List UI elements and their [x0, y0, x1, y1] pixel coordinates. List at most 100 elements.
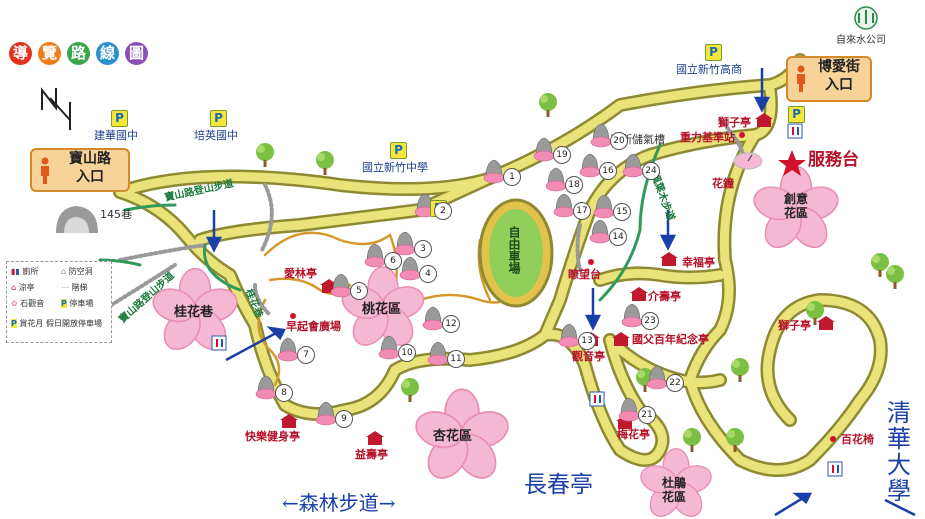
kuanyin-number: 22 [666, 374, 684, 392]
title-char-2: 覽 [38, 42, 61, 65]
baoshan-road-entrance[interactable]: 寶山路 入口 [30, 148, 130, 192]
parking-vocational: P [705, 44, 722, 61]
kuanyin-statue [315, 401, 337, 426]
kuanyin-statue [553, 193, 575, 218]
legend-shelter: ⌂ 防空洞 [61, 267, 93, 276]
kuanyin-number: 15 [613, 203, 631, 221]
gas-tank: 瓦斯儲氣槽 [610, 133, 665, 146]
legend-parking: P 停車場 [61, 299, 94, 308]
kuanyin-statue [422, 306, 444, 331]
title-char-3: 路 [67, 42, 90, 65]
kuanyin-number: 4 [419, 265, 437, 283]
kuanyin-number: 6 [384, 252, 402, 270]
title-char-5: 圖 [125, 42, 148, 65]
map-legend: ▮▮ 廁所 ⌂ 防空洞 ⌂ 涼亭 ⋯ 階梯 ✿ 石觀音 P 停車場 P 賞花月 … [6, 261, 112, 343]
morning-plaza: 早起會廣場 [286, 320, 341, 333]
kuanyin-statue [558, 323, 580, 348]
kuanyin-number: 3 [414, 240, 432, 258]
parking-jianhua: P [111, 110, 128, 127]
school-vocational: 國立新竹高商 [676, 63, 742, 76]
kuanyin-statue [533, 137, 555, 162]
gravity-point: 重力基準站 [680, 131, 735, 144]
yishou-pavilion: 益壽亭 [355, 448, 388, 461]
parking-boai: P [788, 106, 805, 123]
kuanyin-number: 2 [434, 202, 452, 220]
kuanyin-statue [590, 123, 612, 148]
direction-arrows [205, 68, 916, 517]
kuanyin-number: 10 [398, 344, 416, 362]
kuanyin-statue [621, 303, 643, 328]
love-forest-pavilion: 愛林亭 [284, 267, 317, 280]
azalea-area: 杜鵑花區 [661, 476, 686, 504]
kuanyin-number: 21 [638, 406, 656, 424]
person-icon [41, 157, 49, 184]
lane-145: 145巷 [100, 208, 132, 221]
kuanyin-statues [255, 123, 668, 426]
school-hsinchu-high: 國立新竹中學 [362, 161, 428, 174]
kuanyin-number: 23 [641, 312, 659, 330]
kuanyin-statue [579, 153, 601, 178]
kuanyin-statue [427, 341, 449, 366]
changchun-pavilion-label: 長春亭 [524, 472, 593, 498]
person-icon [797, 65, 805, 92]
jieshou-pavilion: 介壽亭 [648, 290, 681, 303]
service-star [778, 150, 806, 176]
legend-toilet: ▮▮ 廁所 [11, 267, 39, 276]
kuanyin-statue [589, 219, 611, 244]
title-char-4: 線 [96, 42, 119, 65]
kuanyin-number: 7 [297, 346, 315, 364]
kuanyin-number: 19 [553, 146, 571, 164]
kuanyin-number: 9 [335, 410, 353, 428]
apricot-area: 杏花區 [433, 429, 473, 444]
kuanyin-statue [255, 375, 277, 400]
stadium-label: 自由車場 [507, 226, 521, 274]
baoshan-entrance-line1: 寶山路 [69, 151, 111, 167]
stadium-track [478, 198, 554, 308]
kuanyin-statue [646, 365, 668, 390]
kuanyin-number: 11 [447, 350, 465, 368]
kuanyin-number: 8 [275, 384, 293, 402]
creative-area: 創意花區 [783, 192, 808, 220]
kuanyin-number: 1 [503, 168, 521, 186]
kuanyin-statue [622, 153, 644, 178]
kuanyin-number: 16 [599, 162, 617, 180]
kuanyin-statue [483, 159, 505, 184]
boai-entrance-line2: 入口 [825, 77, 853, 93]
lion-pavilion-top: 獅子亭 [718, 116, 751, 129]
lookout: 瞭望台 [568, 268, 601, 281]
school-peiying: 培英國中 [194, 129, 238, 142]
parking-peiying: P [210, 110, 227, 127]
kuanyin-number: 17 [573, 202, 591, 220]
title-char-1: 導 [9, 42, 32, 65]
kuanyin-statue [364, 243, 386, 268]
baoshan-entrance-line2: 入口 [76, 169, 104, 185]
osmanthus-lane: 桂花巷 [174, 305, 214, 320]
shelter-cave [56, 206, 98, 233]
kuanyin-number: 12 [442, 315, 460, 333]
happy-fitness-pavilion: 快樂健身亭 [245, 430, 300, 443]
kuanyin-statue [593, 194, 615, 219]
kuanyin-statue [277, 337, 299, 362]
xingfu-pavilion: 幸福亭 [682, 256, 715, 269]
forest-trail-label: ←森林步道→ [282, 491, 396, 515]
kuanyin-pavilion: 觀音亭 [572, 350, 605, 363]
plum-pavilion: 梅花亭 [617, 428, 650, 441]
toilet-icons [211, 123, 843, 477]
guofu-memorial-pavilion: 國父百年紀念亭 [632, 333, 709, 346]
legend-kuanyin: ✿ 石觀音 [11, 299, 45, 308]
kuanyin-number: 13 [578, 332, 596, 350]
kuanyin-number: 24 [642, 162, 660, 180]
water-company-label: 自來水公司 [836, 35, 886, 46]
boai-street-entrance[interactable]: 博愛街 入口 [786, 56, 872, 102]
kuanyin-number: 14 [609, 228, 627, 246]
kuanyin-statue [394, 231, 416, 256]
kuanyin-statue [399, 256, 421, 281]
north-mark [41, 87, 71, 130]
flower-chair: 百花椅 [841, 433, 874, 446]
boai-entrance-line1: 博愛街 [818, 59, 860, 75]
legend-parking-note: P 賞花月 假日開放停車場 [11, 319, 102, 328]
kuanyin-statue [378, 335, 400, 360]
kuanyin-number: 20 [610, 132, 628, 150]
water-company-logo [854, 6, 878, 30]
